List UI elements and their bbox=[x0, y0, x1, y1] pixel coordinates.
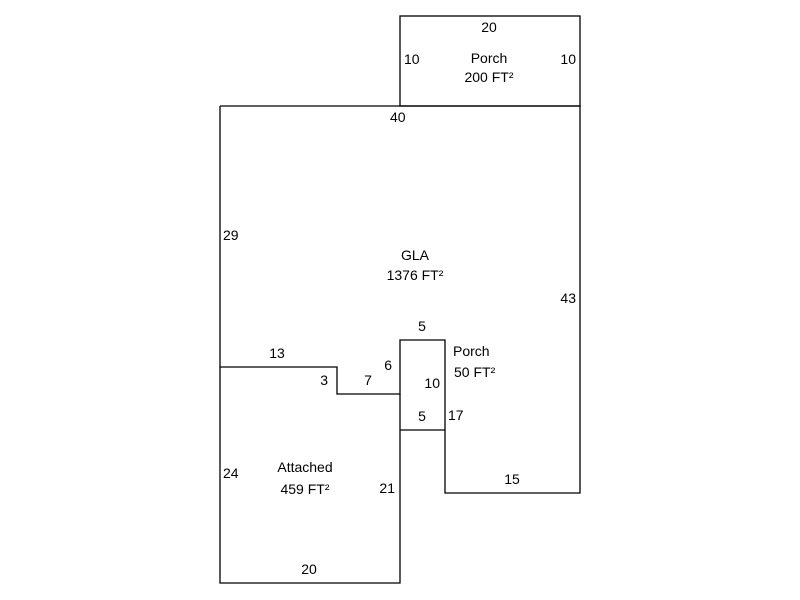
dim-porch-top-width: 20 bbox=[481, 19, 497, 35]
room-name-attached: Attached bbox=[277, 459, 332, 475]
dim-gla-right: 43 bbox=[560, 290, 576, 306]
dim-gla-top: 40 bbox=[390, 109, 406, 125]
room-name-gla: GLA bbox=[401, 247, 430, 263]
dim-gla-step-top: 13 bbox=[269, 345, 285, 361]
dim-porch-small-left: 6 bbox=[384, 357, 392, 373]
dim-attached-left: 24 bbox=[223, 465, 239, 481]
dim-gla-left: 29 bbox=[223, 227, 239, 243]
dim-attached-bottom: 20 bbox=[301, 561, 317, 577]
room-area-porch-top: 200 FT² bbox=[464, 69, 513, 85]
dim-porch-small-height: 10 bbox=[424, 375, 440, 391]
dim-attached-right: 21 bbox=[379, 480, 395, 496]
dim-porch-small-top: 5 bbox=[418, 318, 426, 334]
dim-gla-bottom: 15 bbox=[504, 471, 520, 487]
dim-porch-small-bottom: 5 bbox=[418, 408, 426, 424]
dim-gla-inner-right: 17 bbox=[448, 407, 464, 423]
room-name-porch-small: Porch bbox=[453, 343, 490, 359]
dim-porch-top-left: 10 bbox=[404, 51, 420, 67]
room-area-attached: 459 FT² bbox=[280, 481, 329, 497]
attached-outline bbox=[219, 367, 401, 584]
room-area-gla: 1376 FT² bbox=[387, 267, 444, 283]
dim-gla-step-drop: 3 bbox=[320, 372, 328, 388]
room-area-porch-small: 50 FT² bbox=[454, 364, 496, 380]
dim-gla-step-run: 7 bbox=[364, 372, 372, 388]
dim-porch-top-right: 10 bbox=[560, 51, 576, 67]
room-name-porch-top: Porch bbox=[471, 50, 508, 66]
gla-outline bbox=[219, 105, 581, 494]
